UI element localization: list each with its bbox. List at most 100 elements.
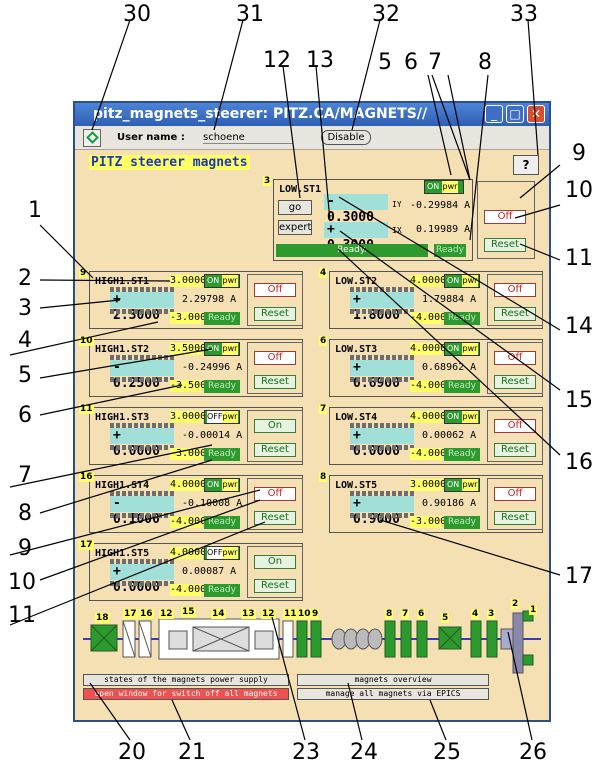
power-supply-states-button[interactable]: states of the magnets power supply bbox=[83, 674, 289, 686]
callout-7-top: 7 bbox=[428, 50, 442, 75]
reset-button[interactable]: Reset bbox=[254, 579, 296, 593]
ix-label: IX bbox=[392, 226, 402, 235]
callout-10-left: 10 bbox=[8, 570, 36, 595]
decrement-arrows[interactable] bbox=[350, 513, 414, 518]
off-button[interactable]: Off bbox=[484, 210, 526, 224]
epics-manage-button[interactable]: manage all magnets via EPICS bbox=[297, 688, 489, 700]
decrement-arrows[interactable] bbox=[110, 445, 174, 450]
on-off-button[interactable]: On bbox=[254, 555, 296, 569]
decrement-arrows[interactable] bbox=[110, 309, 174, 314]
beamline-element-number: 4 bbox=[471, 609, 480, 619]
max-current-value: 3.0000 bbox=[170, 275, 207, 287]
page-title: PITZ steerer magnets bbox=[89, 155, 250, 170]
panel-number: 11 bbox=[79, 404, 94, 414]
user-name-label: User name : bbox=[117, 132, 185, 143]
callout-12: 12 bbox=[263, 48, 291, 73]
beamline-element-number: 1 bbox=[529, 605, 538, 615]
current-setpoint-input[interactable]: + 0.0000 bbox=[110, 564, 174, 595]
decrement-arrows[interactable] bbox=[350, 445, 414, 450]
callout-30: 30 bbox=[123, 2, 151, 27]
callout-26: 26 bbox=[519, 740, 547, 765]
reset-button[interactable]: Reset bbox=[494, 307, 536, 321]
reset-button[interactable]: Reset bbox=[494, 375, 536, 389]
beamline-element-number: 13 bbox=[241, 609, 256, 619]
callout-7-left: 7 bbox=[18, 463, 32, 488]
decrement-arrows[interactable] bbox=[350, 309, 414, 314]
switch-off-all-button[interactable]: open window for switch off all magnets bbox=[83, 688, 289, 700]
max-current-value: 4.0000 bbox=[410, 411, 447, 423]
on-off-button[interactable]: Off bbox=[494, 419, 536, 433]
close-button[interactable]: ✕ bbox=[527, 105, 545, 123]
callout-5-top: 5 bbox=[378, 50, 392, 75]
on-off-button[interactable]: Off bbox=[494, 487, 536, 501]
increment-arrows[interactable] bbox=[110, 287, 174, 292]
on-off-button[interactable]: On bbox=[254, 419, 296, 433]
increment-arrows[interactable] bbox=[350, 491, 414, 496]
iy-setpoint-input[interactable]: - 0.3000 bbox=[324, 194, 388, 225]
decrement-arrows[interactable] bbox=[350, 377, 414, 382]
current-setpoint-input[interactable]: + 0.0000 bbox=[110, 428, 174, 459]
window-titlebar[interactable]: pitz_magnets_steerer: PITZ.CA/MAGNETS// bbox=[75, 103, 549, 126]
current-setpoint-input[interactable]: + 0.0000 bbox=[350, 428, 414, 459]
decrement-arrows[interactable] bbox=[110, 581, 174, 586]
beamline-element-number: 14 bbox=[211, 609, 226, 619]
reset-button[interactable]: Reset bbox=[254, 511, 296, 525]
beamline-element-number: 16 bbox=[139, 609, 154, 619]
expert-button[interactable]: expert bbox=[278, 220, 312, 235]
callout-25: 25 bbox=[433, 740, 461, 765]
reset-button[interactable]: Reset bbox=[484, 238, 526, 252]
ix-setpoint-input[interactable]: + 0.3000 bbox=[324, 222, 388, 253]
increment-arrows[interactable] bbox=[110, 423, 174, 428]
on-off-button[interactable]: Off bbox=[254, 487, 296, 501]
reset-button[interactable]: Reset bbox=[254, 443, 296, 457]
iy-label: IY bbox=[392, 200, 402, 209]
min-current-value: -3.0000 bbox=[170, 448, 213, 460]
on-off-button[interactable]: Off bbox=[494, 283, 536, 297]
reset-button[interactable]: Reset bbox=[494, 511, 536, 525]
beamline-element-number: 6 bbox=[417, 609, 426, 619]
callout-21: 21 bbox=[178, 740, 206, 765]
current-setpoint-input[interactable]: + 1.8000 bbox=[350, 292, 414, 323]
callout-1: 1 bbox=[28, 198, 42, 223]
help-button[interactable]: ? bbox=[513, 155, 539, 175]
magnets-overview-button[interactable]: magnets overview bbox=[297, 674, 489, 686]
iy-readback: -0.29984 A bbox=[410, 200, 471, 211]
panel-number: 4 bbox=[319, 268, 328, 278]
current-readback: 0.00062 A bbox=[422, 430, 477, 441]
current-setpoint-input[interactable]: + 2.3000 bbox=[110, 292, 174, 323]
ready-indicator: Ready bbox=[444, 312, 480, 325]
on-off-button[interactable]: Off bbox=[494, 351, 536, 365]
ready-indicator: Ready bbox=[444, 448, 480, 461]
reset-button[interactable]: Reset bbox=[254, 307, 296, 321]
current-setpoint-input[interactable]: - 0.2500 bbox=[110, 360, 174, 391]
decrement-arrows[interactable] bbox=[110, 513, 174, 518]
disable-button[interactable]: Disable bbox=[321, 130, 371, 145]
panel-number: 3 bbox=[263, 176, 272, 186]
home-diamond-icon[interactable] bbox=[83, 129, 101, 147]
callout-6-left: 6 bbox=[18, 403, 32, 428]
current-setpoint-input[interactable]: + 0.6900 bbox=[350, 360, 414, 391]
current-readback: 0.90186 A bbox=[422, 498, 477, 509]
current-setpoint-input[interactable]: - 0.1000 bbox=[110, 496, 174, 527]
panel-number: 9 bbox=[79, 268, 88, 278]
ready-indicator: Ready bbox=[444, 380, 480, 393]
maximize-button[interactable]: □ bbox=[506, 105, 524, 123]
decrement-arrows[interactable] bbox=[110, 377, 174, 382]
minimize-button[interactable]: _ bbox=[485, 105, 503, 123]
reset-button[interactable]: Reset bbox=[494, 443, 536, 457]
beamline-schematic bbox=[83, 610, 541, 674]
go-button[interactable]: go bbox=[278, 200, 312, 215]
on-off-button[interactable]: Off bbox=[254, 351, 296, 365]
reset-button[interactable]: Reset bbox=[254, 375, 296, 389]
on-off-button[interactable]: Off bbox=[254, 283, 296, 297]
current-setpoint-input[interactable]: + 0.9000 bbox=[350, 496, 414, 527]
